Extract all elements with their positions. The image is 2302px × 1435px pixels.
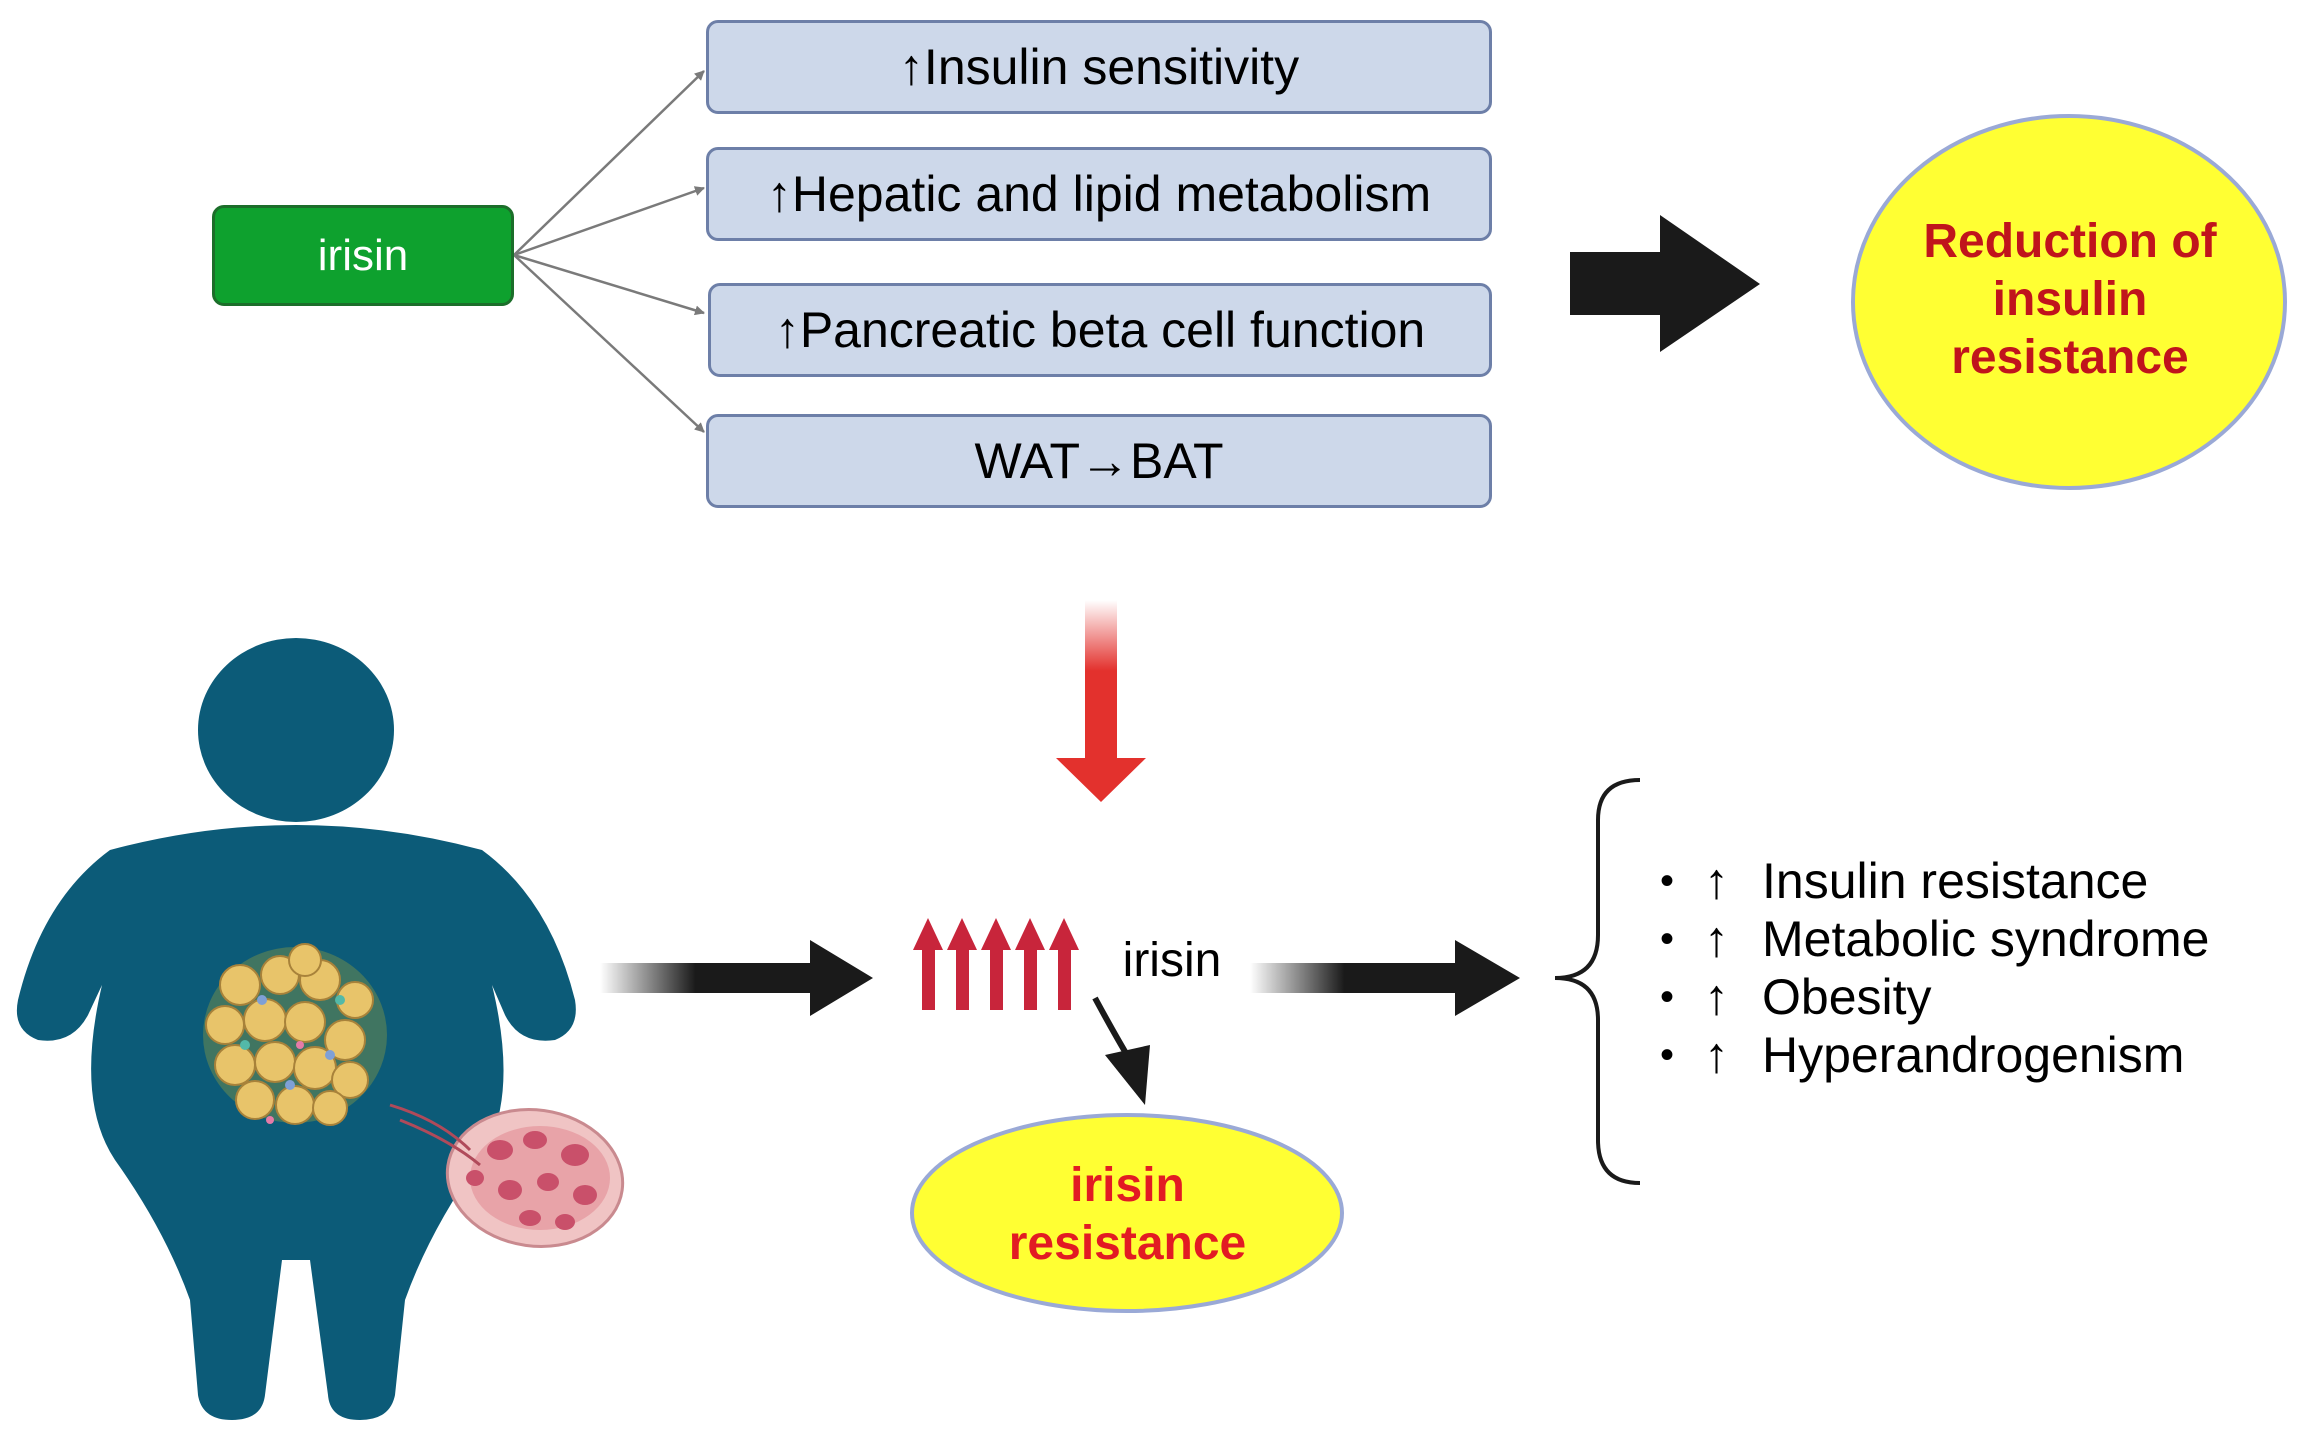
irisin-resistance-line-1: irisin: [1070, 1159, 1185, 1212]
consequence-text: Hyperandrogenism: [1762, 1027, 2185, 1083]
middle-irisin-label: irisin: [1112, 930, 1232, 990]
increase-arrow-glyph: ↑: [1704, 853, 1729, 909]
consequence-item: • ↑ Metabolic syndrome: [1660, 910, 2209, 968]
consequence-text: Metabolic syndrome: [1762, 911, 2210, 967]
curly-brace: [1554, 778, 1641, 1185]
irisin-resistance-text: irisin resistance: [960, 1140, 1295, 1290]
effect-label: WAT→BAT: [974, 433, 1224, 489]
outcome-line-3: resistance: [1951, 331, 2189, 384]
effect-label: ↑Insulin sensitivity: [898, 39, 1300, 95]
irisin-resistance-ellipse: [910, 1113, 1344, 1313]
bullet: •: [1660, 917, 1675, 961]
consequence-text: Obesity: [1762, 969, 1932, 1025]
bullet: •: [1660, 975, 1675, 1019]
increase-arrow-glyph: ↑: [1704, 1027, 1729, 1083]
person-to-irisin-arrow: [600, 940, 873, 1016]
resistance-arrowhead: [1105, 1045, 1150, 1105]
outcome-line-2: insulin: [1992, 273, 2148, 326]
outcome-text: Reduction of insulin resistance: [1870, 200, 2270, 400]
bullet: •: [1660, 859, 1675, 903]
outcome-arrow: [1570, 215, 1760, 352]
irisin-resistance-line-2: resistance: [1008, 1217, 1247, 1270]
increase-arrow-glyph: ↑: [1704, 969, 1729, 1025]
outcome-ellipse: [1851, 114, 2287, 490]
connector-4: [513, 254, 705, 433]
bullet: •: [1660, 1033, 1675, 1077]
effect-box-wat-bat: WAT→BAT: [706, 414, 1492, 508]
effect-label: ↑Pancreatic beta cell function: [774, 302, 1426, 358]
irisin-connectors: [513, 70, 705, 433]
increase-arrows: [913, 918, 1079, 1010]
effect-box-pancreatic: ↑Pancreatic beta cell function: [708, 283, 1492, 377]
increase-arrow-glyph: ↑: [1704, 911, 1729, 967]
ovary-icon: [389, 1103, 625, 1248]
consequence-item: • ↑ Insulin resistance: [1660, 852, 2209, 910]
connector-3: [513, 253, 705, 316]
adipose-tissue-icon: [203, 943, 387, 1126]
consequences-list: • ↑ Insulin resistance • ↑ Metabolic syn…: [1660, 852, 2209, 1084]
effect-box-insulin-sensitivity: ↑Insulin sensitivity: [706, 20, 1492, 114]
consequence-text: Insulin resistance: [1762, 853, 2149, 909]
consequence-item: • ↑ Obesity: [1660, 968, 2209, 1026]
outcome-line-1: Reduction of: [1923, 215, 2217, 268]
irisin-to-consequences-arrow: [1250, 940, 1520, 1016]
connector-2: [513, 186, 705, 257]
connector-1: [513, 70, 705, 256]
middle-irisin-text: irisin: [1122, 933, 1222, 987]
effect-box-hepatic-lipid: ↑Hepatic and lipid metabolism: [706, 147, 1492, 241]
effect-label: ↑Hepatic and lipid metabolism: [766, 166, 1432, 222]
irisin-source-box: irisin: [212, 205, 514, 306]
consequence-item: • ↑ Hyperandrogenism: [1660, 1026, 2209, 1084]
down-arrow: [1056, 600, 1146, 802]
irisin-source-label: irisin: [317, 230, 409, 280]
